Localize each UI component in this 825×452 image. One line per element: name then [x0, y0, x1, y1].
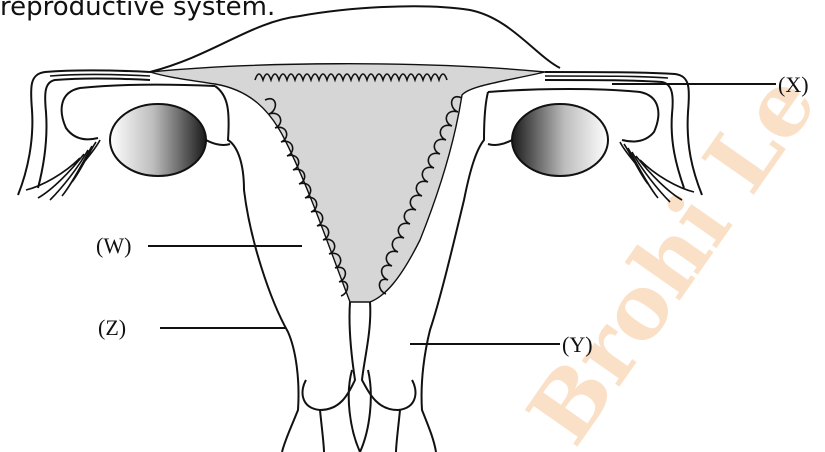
ovarian-ligament-left	[206, 140, 230, 145]
cervical-canal-left	[303, 302, 355, 410]
fallopian-tube-right-lumen	[545, 76, 668, 78]
label-y: (Y)	[562, 332, 593, 357]
label-x: (X)	[778, 72, 809, 97]
fallopian-tube-left-lumen	[50, 75, 150, 77]
vaginal-wall-left	[320, 410, 324, 452]
label-w: (W)	[96, 233, 131, 258]
ovary-left	[110, 104, 206, 176]
ovarian-ligament-right	[488, 140, 512, 145]
fundus-outline	[150, 6, 560, 72]
vagina-right	[360, 370, 371, 452]
fimbriae-left	[26, 140, 100, 200]
label-z: (Z)	[98, 315, 126, 340]
ovary-right	[512, 104, 608, 176]
vaginal-wall-right	[396, 410, 400, 452]
